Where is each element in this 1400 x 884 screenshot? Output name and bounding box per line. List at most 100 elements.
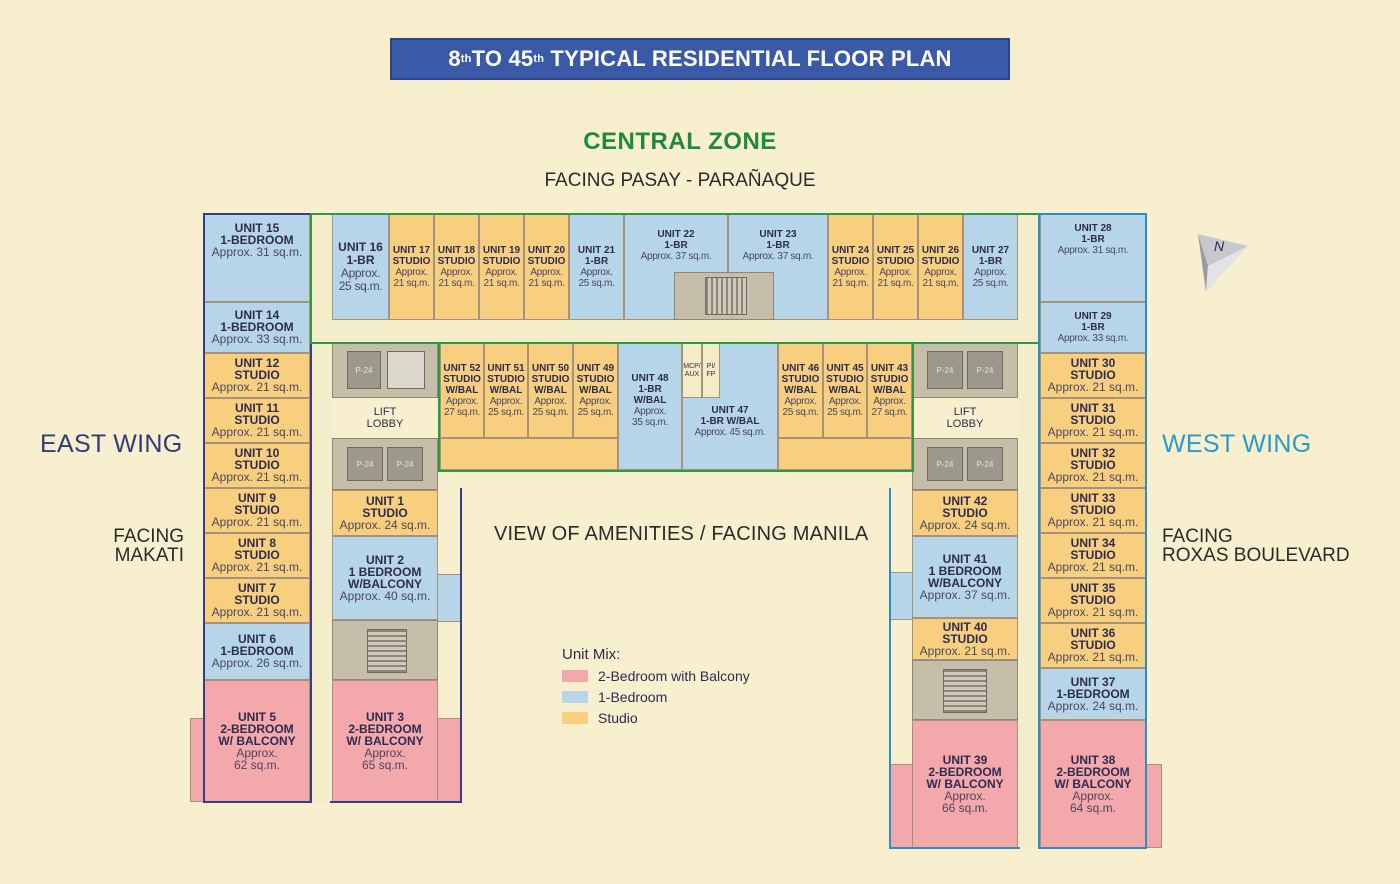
unit-48[interactable]: UNIT 48 1-BR W/BAL Approx. 35 sq.m. [618,342,682,470]
west-lift-lobby-line-2: LOBBY [946,418,984,430]
unit-40-type: STUDIO [942,631,988,646]
unit-28[interactable]: UNIT 28 1-BR Approx. 31 sq.m. [1040,214,1146,302]
unit-18[interactable]: UNIT 18 STUDIO Approx. 21 sq.m. [434,214,479,320]
unit-34-number: UNIT 34 [1070,536,1116,550]
unit-50[interactable]: UNIT 50 STUDIO W/BAL Approx. 25 sq.m. [528,342,573,438]
unit-33[interactable]: UNIT 33 STUDIO Approx. 21 sq.m. [1040,488,1146,533]
unit-28-area: Approx. 31 sq.m. [1057,245,1129,256]
unit-18-number: UNIT 18 [437,245,476,256]
unit-43[interactable]: UNIT 43 STUDIO W/BAL Approx. 27 sq.m. [867,342,912,438]
unit-6[interactable]: UNIT 6 1-BEDROOM Approx. 26 sq.m. [204,623,310,680]
unit-39[interactable]: UNIT 39 2-BEDROOM W/ BALCONY Approx. 66 … [912,720,1018,848]
unit-49[interactable]: UNIT 49 STUDIO W/BAL Approx. 25 sq.m. [573,342,618,438]
unit-38[interactable]: UNIT 38 2-BEDROOM W/ BALCONY Approx. 64 … [1040,720,1146,848]
lift-car: P-24 [927,447,963,481]
unit-46-approx: Approx. [784,395,817,407]
unit-11[interactable]: UNIT 11 STUDIO Approx. 21 sq.m. [204,398,310,443]
unit-29[interactable]: UNIT 29 1-BR Approx. 33 sq.m. [1040,302,1146,353]
unit-25-area: 21 sq.m. [877,278,914,289]
unit-25[interactable]: UNIT 25 STUDIO Approx. 21 sq.m. [873,214,918,320]
lift-car: P-24 [927,351,963,389]
unit-35[interactable]: UNIT 35 STUDIO Approx. 21 sq.m. [1040,578,1146,623]
legend-label-2br: 2-Bedroom with Balcony [598,668,750,684]
legend-title: Unit Mix: [562,646,621,663]
unit-8[interactable]: UNIT 8 STUDIO Approx. 21 sq.m. [204,533,310,578]
unit-16[interactable]: UNIT 16 1-BR Approx. 25 sq.m. [332,214,389,320]
unit-43-type: STUDIO [870,373,909,385]
unit-14[interactable]: UNIT 14 1-BEDROOM Approx. 33 sq.m. [204,302,310,353]
west-lift-core-bottom: P-24 P-24 [912,438,1018,490]
unit-52-approx: Approx. [445,395,479,407]
unit-30-type: STUDIO [1070,368,1116,382]
unit-42[interactable]: UNIT 42 STUDIO Approx. 24 sq.m. [912,490,1018,536]
unit-20-approx: Approx. [530,267,563,278]
unit-33-type: STUDIO [1070,503,1116,517]
unit-26[interactable]: UNIT 26 STUDIO Approx. 21 sq.m. [918,214,963,320]
unit-7[interactable]: UNIT 7 STUDIO Approx. 21 sq.m. [204,578,310,623]
unit-51[interactable]: UNIT 51 STUDIO W/BAL Approx. 25 sq.m. [484,342,528,438]
west-stair-core [912,660,1018,720]
unit-43-area: 27 sq.m. [871,406,908,418]
unit-52[interactable]: UNIT 52 STUDIO W/BAL Approx. 27 sq.m. [440,342,484,438]
unit-28-number: UNIT 28 [1074,223,1112,234]
title-pre: 8 [448,46,461,71]
unit-23-type: 1-BR [766,240,790,251]
unit-31[interactable]: UNIT 31 STUDIO Approx. 21 sq.m. [1040,398,1146,443]
unit-20[interactable]: UNIT 20 STUDIO Approx. 21 sq.m. [524,214,569,320]
unit-24-type: STUDIO [831,256,870,267]
unit-8-area: Approx. 21 sq.m. [211,560,303,574]
unit-15[interactable]: UNIT 15 1-BEDROOM Approx. 31 sq.m. [204,214,310,302]
unit-40-number: UNIT 40 [942,619,988,634]
unit-25-number: UNIT 25 [876,245,915,256]
unit-10[interactable]: UNIT 10 STUDIO Approx. 21 sq.m. [204,443,310,488]
unit-21-type: 1-BR [584,256,609,267]
unit-27[interactable]: UNIT 27 1-BR Approx. 25 sq.m. [963,214,1018,320]
legend-swatch-studio [562,712,588,724]
lift-car: P-24 [347,351,381,389]
unit-12[interactable]: UNIT 12 STUDIO Approx. 21 sq.m. [204,353,310,398]
unit-21[interactable]: UNIT 21 1-BR Approx. 25 sq.m. [569,214,624,320]
unit-46-balcony: W/BAL [784,384,817,396]
unit-32[interactable]: UNIT 32 STUDIO Approx. 21 sq.m. [1040,443,1146,488]
unit-1[interactable]: UNIT 1 STUDIO Approx. 24 sq.m. [332,490,438,536]
unit-26-approx: Approx. [924,267,957,278]
unit-30-number: UNIT 30 [1070,356,1116,370]
unit-2[interactable]: UNIT 2 1 BEDROOM W/BALCONY Approx. 40 sq… [332,536,438,620]
unit-45[interactable]: UNIT 45 STUDIO W/BAL Approx. 25 sq.m. [823,342,867,438]
balcony-strip-left [440,438,618,470]
unit-29-number: UNIT 29 [1074,311,1112,322]
unit-36-area: Approx. 21 sq.m. [1047,650,1139,664]
unit-24[interactable]: UNIT 24 STUDIO Approx. 21 sq.m. [828,214,873,320]
unit-19-number: UNIT 19 [482,245,521,256]
unit-46[interactable]: UNIT 46 STUDIO W/BAL Approx. 25 sq.m. [778,342,823,438]
unit-5[interactable]: UNIT 5 2-BEDROOM W/ BALCONY Approx. 62 s… [204,680,310,802]
unit-6-number: UNIT 6 [237,632,276,646]
unit-47-number: UNIT 47 [711,405,749,416]
unit-33-area: Approx. 21 sq.m. [1047,515,1139,529]
unit-6-area: Approx. 26 sq.m. [211,656,303,670]
unit-17[interactable]: UNIT 17 STUDIO Approx. 21 sq.m. [389,214,434,320]
unit-38-number: UNIT 38 [1070,752,1116,767]
unit-30[interactable]: UNIT 30 STUDIO Approx. 21 sq.m. [1040,353,1146,398]
unit-19[interactable]: UNIT 19 STUDIO Approx. 21 sq.m. [479,214,524,320]
unit-20-area: 21 sq.m. [528,278,565,289]
unit-34[interactable]: UNIT 34 STUDIO Approx. 21 sq.m. [1040,533,1146,578]
unit-41[interactable]: UNIT 41 1 BEDROOM W/BALCONY Approx. 37 s… [912,536,1018,618]
facing-makati-line-1: FACING [113,526,184,547]
unit-43-balcony: W/BAL [873,384,906,396]
unit-16-area: 25 sq.m. [338,279,383,293]
unit-40-area: Approx. 21 sq.m. [919,643,1011,658]
unit-3[interactable]: UNIT 3 2-BEDROOM W/ BALCONY Approx. 65 s… [332,680,438,802]
unit-51-approx: Approx. [489,395,523,407]
unit-37-type: 1-BEDROOM [1056,686,1130,701]
unit-36[interactable]: UNIT 36 STUDIO Approx. 21 sq.m. [1040,623,1146,668]
unit-9[interactable]: UNIT 9 STUDIO Approx. 21 sq.m. [204,488,310,533]
unit-37[interactable]: UNIT 37 1-BEDROOM Approx. 24 sq.m. [1040,668,1146,720]
unit-40[interactable]: UNIT 40 STUDIO Approx. 21 sq.m. [912,618,1018,660]
unit-35-number: UNIT 35 [1070,581,1116,595]
central-stair-core [674,272,774,320]
legend-item-1br: 1-Bedroom [562,689,667,705]
unit-39-number: UNIT 39 [942,752,988,767]
unit-32-area: Approx. 21 sq.m. [1047,470,1139,484]
unit-17-type: STUDIO [392,256,431,267]
